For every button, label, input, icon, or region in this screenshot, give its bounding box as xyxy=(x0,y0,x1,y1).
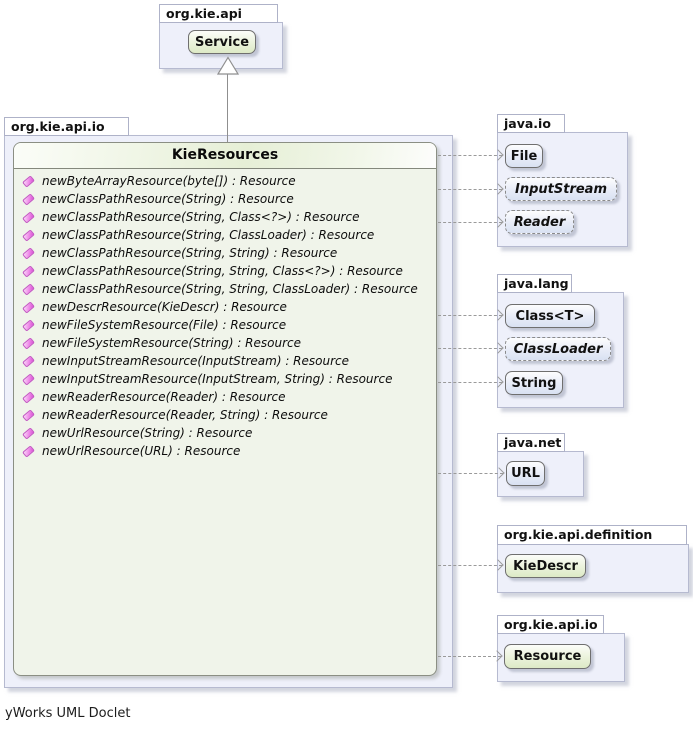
package-label: org.kie.api.io xyxy=(504,617,598,632)
class-label: KieDescr xyxy=(513,558,578,574)
class-node-kiedescr[interactable]: KieDescr xyxy=(505,554,586,578)
class-node-class-t[interactable]: Class<T> xyxy=(505,304,595,328)
method-signature: newFileSystemResource(File) : Resource xyxy=(42,318,287,332)
method-row[interactable]: newReaderResource(Reader) : Resource xyxy=(21,388,436,406)
method-row[interactable]: newClassPathResource(String) : Resource xyxy=(21,190,436,208)
method-signature: newInputStreamResource(InputStream, Stri… xyxy=(42,372,393,386)
package-tab-java-io[interactable]: java.io xyxy=(497,114,565,133)
class-label: ClassLoader xyxy=(513,341,603,357)
method-icon xyxy=(22,390,35,404)
doclet-caption: yWorks UML Doclet xyxy=(5,706,131,721)
class-label: Service xyxy=(194,34,250,50)
dependency-arrow-classloader xyxy=(438,342,504,354)
class-node-reader[interactable]: Reader xyxy=(505,210,574,234)
method-icon xyxy=(22,426,35,440)
method-signature: newUrlResource(String) : Resource xyxy=(42,426,253,440)
dependency-arrow-reader xyxy=(438,216,504,228)
method-row[interactable]: newReaderResource(Reader, String) : Reso… xyxy=(21,406,436,424)
package-tab-org-kie-api-io-main[interactable]: org.kie.api.io xyxy=(4,117,129,136)
method-row[interactable]: newInputStreamResource(InputStream) : Re… xyxy=(21,352,436,370)
method-signature: newReaderResource(Reader) : Resource xyxy=(42,390,286,404)
method-signature: newClassPathResource(String, ClassLoader… xyxy=(42,228,375,242)
class-node-kieresources[interactable]: KieResources newByteArrayResource(byte[]… xyxy=(13,142,437,676)
dependency-arrow-string xyxy=(438,376,504,388)
method-icon xyxy=(22,282,35,296)
method-row[interactable]: newFileSystemResource(File) : Resource xyxy=(21,316,436,334)
package-label: org.kie.api xyxy=(166,6,242,21)
method-signature: newByteArrayResource(byte[]) : Resource xyxy=(42,174,296,188)
class-label: InputStream xyxy=(515,181,607,197)
method-icon xyxy=(22,300,35,314)
package-label: java.io xyxy=(504,116,551,131)
method-row[interactable]: newInputStreamResource(InputStream, Stri… xyxy=(21,370,436,388)
method-signature: newClassPathResource(String, Class<?>) :… xyxy=(42,210,360,224)
method-row[interactable]: newClassPathResource(String, String, Cla… xyxy=(21,280,436,298)
method-icon xyxy=(22,264,35,278)
package-label: java.lang xyxy=(504,276,569,291)
dependency-arrow-file xyxy=(438,149,504,161)
method-signature: newFileSystemResource(String) : Resource xyxy=(42,336,302,350)
method-row[interactable]: newClassPathResource(String, String, Cla… xyxy=(21,262,436,280)
method-row[interactable]: newClassPathResource(String, String) : R… xyxy=(21,244,436,262)
class-node-url[interactable]: URL xyxy=(506,461,545,486)
method-row[interactable]: newClassPathResource(String, Class<?>) :… xyxy=(21,208,436,226)
method-signature: newInputStreamResource(InputStream) : Re… xyxy=(42,354,350,368)
class-node-string[interactable]: String xyxy=(505,371,563,395)
method-icon xyxy=(22,372,35,386)
class-node-classloader[interactable]: ClassLoader xyxy=(505,337,611,361)
dependency-arrow-resource xyxy=(438,650,503,662)
method-icon xyxy=(22,318,35,332)
method-icon xyxy=(22,228,35,242)
package-tab-java-net[interactable]: java.net xyxy=(497,433,565,452)
method-row[interactable]: newDescrResource(KieDescr) : Resource xyxy=(21,298,436,316)
package-tab-org-kie-api[interactable]: org.kie.api xyxy=(159,4,278,23)
method-icon xyxy=(22,246,35,260)
method-signature: newClassPathResource(String, String, Cla… xyxy=(42,264,403,278)
method-signature: newClassPathResource(String, String) : R… xyxy=(42,246,338,260)
method-icon xyxy=(22,192,35,206)
class-title: KieResources xyxy=(14,143,436,169)
method-icon xyxy=(22,174,35,188)
package-label: org.kie.api.definition xyxy=(504,527,653,542)
method-icon xyxy=(22,354,35,368)
class-node-resource[interactable]: Resource xyxy=(504,644,591,669)
method-icon xyxy=(22,210,35,224)
method-row[interactable]: newUrlResource(String) : Resource xyxy=(21,424,436,442)
method-list: newByteArrayResource(byte[]) : Resource … xyxy=(14,169,436,460)
method-icon xyxy=(22,336,35,350)
method-signature: newDescrResource(KieDescr) : Resource xyxy=(42,300,287,314)
method-icon xyxy=(22,408,35,422)
method-row[interactable]: newUrlResource(URL) : Resource xyxy=(21,442,436,460)
method-signature: newReaderResource(Reader, String) : Reso… xyxy=(42,408,328,422)
class-label: File xyxy=(510,148,538,164)
generalization-arrowhead-icon xyxy=(217,56,239,75)
method-icon xyxy=(22,444,35,458)
class-label: Class<T> xyxy=(515,308,585,324)
package-tab-org-kie-api-io-right[interactable]: org.kie.api.io xyxy=(497,615,604,634)
generalization-line xyxy=(227,74,228,142)
dependency-arrow-inputstream xyxy=(438,183,504,195)
class-node-inputstream[interactable]: InputStream xyxy=(505,177,617,201)
dependency-arrow-kiedescr xyxy=(438,559,504,571)
dependency-arrow-class-t xyxy=(438,309,504,321)
class-label: Reader xyxy=(513,214,566,230)
class-node-service[interactable]: Service xyxy=(188,30,256,54)
method-row[interactable]: newClassPathResource(String, ClassLoader… xyxy=(21,226,436,244)
package-label: java.net xyxy=(504,435,562,450)
package-tab-java-lang[interactable]: java.lang xyxy=(497,274,572,293)
dependency-arrow-url xyxy=(438,467,505,479)
package-label: org.kie.api.io xyxy=(11,119,105,134)
method-signature: newClassPathResource(String) : Resource xyxy=(42,192,294,206)
class-node-file[interactable]: File xyxy=(505,144,543,168)
method-signature: newClassPathResource(String, String, Cla… xyxy=(42,282,418,296)
class-label: URL xyxy=(511,466,540,481)
method-row[interactable]: newFileSystemResource(String) : Resource xyxy=(21,334,436,352)
method-signature: newUrlResource(URL) : Resource xyxy=(42,444,241,458)
package-tab-org-kie-api-definition[interactable]: org.kie.api.definition xyxy=(497,525,687,545)
class-label: Resource xyxy=(513,649,582,664)
class-label: String xyxy=(511,375,557,391)
method-row[interactable]: newByteArrayResource(byte[]) : Resource xyxy=(21,172,436,190)
